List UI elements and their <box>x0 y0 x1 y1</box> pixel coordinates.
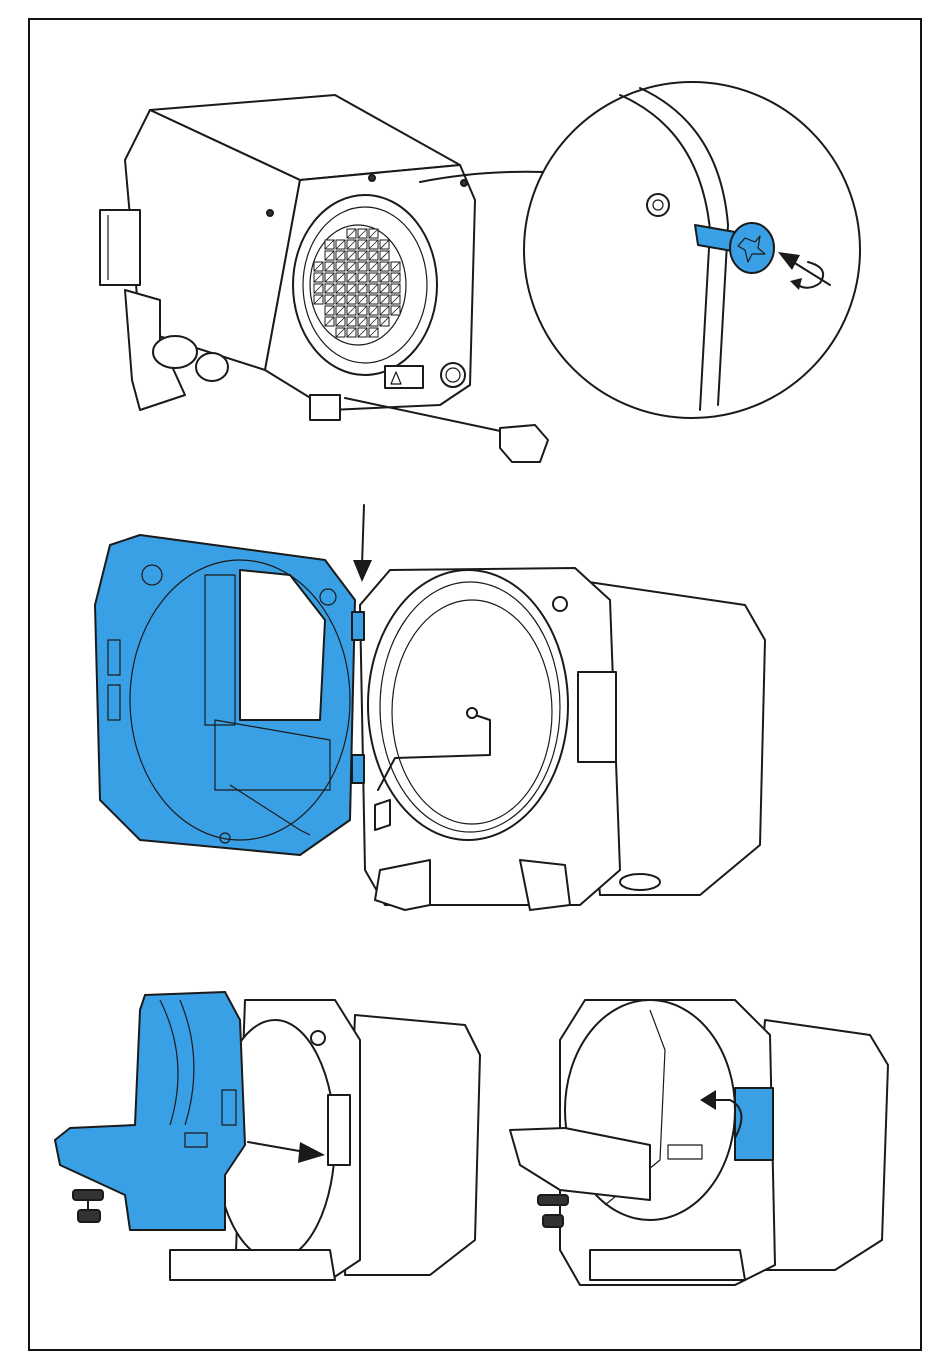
rear-foot-right <box>310 395 340 420</box>
warning-label <box>385 366 423 388</box>
power-plug <box>500 425 548 462</box>
step-1-detail-circle <box>524 82 860 418</box>
adjust-knob <box>73 1190 103 1200</box>
step-2-door-removed <box>95 535 364 855</box>
step-2-main-unit <box>360 568 765 910</box>
hinge-block <box>578 672 616 762</box>
arrow-down-icon <box>362 505 364 565</box>
power-socket <box>441 363 465 387</box>
step-4-unit <box>510 1000 888 1285</box>
leg-right <box>520 860 570 910</box>
threaded-hole <box>647 194 669 216</box>
step-1-rear-view <box>100 95 548 462</box>
side-bracket <box>100 210 140 285</box>
step-3-tray <box>55 992 245 1230</box>
chamber-opening <box>368 570 568 840</box>
step-2-arrow <box>353 505 372 582</box>
